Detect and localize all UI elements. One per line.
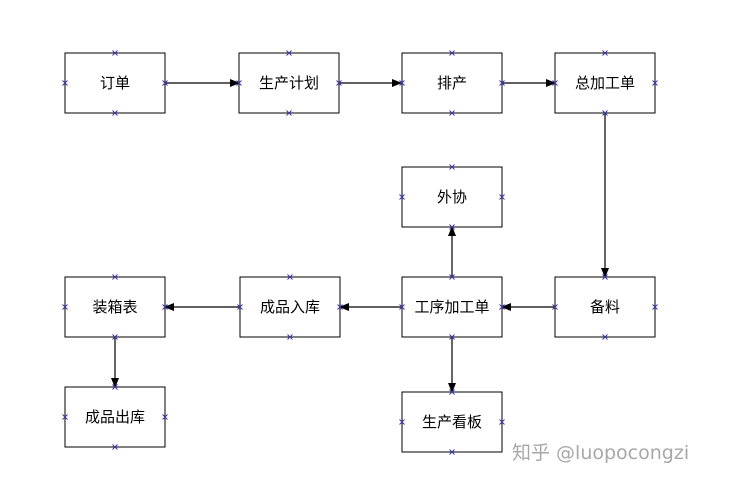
node-scheduling-label: 排产 [437, 74, 467, 92]
node-finished-goods-out-label: 成品出库 [85, 408, 145, 426]
node-production-kanban-port-2 [399, 419, 405, 425]
node-finished-goods-in: 成品入库 [239, 276, 341, 338]
node-process-work-order-port-2 [399, 304, 405, 310]
edges [111, 79, 609, 393]
node-outsourcing-port-1 [449, 224, 455, 230]
node-production-kanban-label: 生产看板 [422, 413, 482, 431]
node-finished-goods-out-port-1 [112, 444, 118, 450]
node-material-prep-port-3 [652, 304, 658, 310]
node-production-kanban-port-3 [499, 419, 505, 425]
node-outsourcing-label: 外协 [437, 188, 467, 206]
node-process-work-order-port-1 [449, 334, 455, 340]
node-process-work-order-port-0 [449, 274, 455, 280]
node-order-port-1 [112, 110, 118, 116]
node-finished-goods-out-port-2 [62, 414, 68, 420]
node-outsourcing-port-0 [449, 164, 455, 170]
node-process-work-order-label: 工序加工单 [414, 298, 489, 316]
node-production-plan: 生产计划 [238, 52, 340, 114]
node-process-work-order-port-3 [499, 304, 505, 310]
node-outsourcing: 外协 [401, 166, 503, 228]
node-finished-goods-in-port-1 [287, 334, 293, 340]
node-production-kanban: 生产看板 [401, 391, 503, 453]
node-master-work-order: 总加工单 [554, 52, 656, 114]
node-order-port-2 [62, 80, 68, 86]
node-scheduling: 排产 [401, 52, 503, 114]
node-master-work-order-port-3 [652, 80, 658, 86]
node-production-kanban-port-1 [449, 449, 455, 455]
node-outsourcing-port-3 [499, 194, 505, 200]
node-order-port-3 [162, 80, 168, 86]
node-material-prep-label: 备料 [590, 298, 620, 316]
node-packing-list-port-3 [162, 304, 168, 310]
node-master-work-order-port-1 [602, 110, 608, 116]
node-scheduling-port-3 [499, 80, 505, 86]
node-master-work-order-port-2 [552, 80, 558, 86]
node-finished-goods-in-port-3 [337, 304, 343, 310]
node-scheduling-port-0 [449, 50, 455, 56]
node-production-kanban-port-0 [449, 389, 455, 395]
node-scheduling-port-2 [399, 80, 405, 86]
node-packing-list-port-0 [112, 274, 118, 280]
node-packing-list: 装箱表 [64, 276, 166, 338]
node-material-prep-port-2 [552, 304, 558, 310]
node-master-work-order-port-0 [602, 50, 608, 56]
node-order-label: 订单 [100, 74, 130, 92]
node-material-prep-port-0 [602, 274, 608, 280]
node-master-work-order-label: 总加工单 [575, 74, 635, 92]
node-scheduling-port-1 [449, 110, 455, 116]
node-finished-goods-out: 成品出库 [64, 386, 166, 448]
node-production-plan-label: 生产计划 [259, 74, 319, 92]
node-finished-goods-out-port-0 [112, 384, 118, 390]
node-order-port-0 [112, 50, 118, 56]
node-production-plan-port-1 [286, 110, 292, 116]
node-production-plan-port-3 [336, 80, 342, 86]
node-packing-list-port-2 [62, 304, 68, 310]
node-outsourcing-port-2 [399, 194, 405, 200]
node-material-prep-port-1 [602, 334, 608, 340]
node-packing-list-port-1 [112, 334, 118, 340]
node-order: 订单 [64, 52, 166, 114]
connection-port-markers [62, 50, 658, 455]
node-packing-list-label: 装箱表 [92, 298, 137, 316]
node-process-work-order: 工序加工单 [401, 276, 503, 338]
node-finished-goods-in-label: 成品入库 [260, 298, 320, 316]
node-material-prep: 备料 [554, 276, 656, 338]
watermark: 知乎 @luopocongzi [512, 442, 690, 464]
node-finished-goods-in-port-0 [287, 274, 293, 280]
node-finished-goods-out-port-3 [162, 414, 168, 420]
node-production-plan-port-0 [286, 50, 292, 56]
node-finished-goods-in-port-2 [237, 304, 243, 310]
node-production-plan-port-2 [236, 80, 242, 86]
